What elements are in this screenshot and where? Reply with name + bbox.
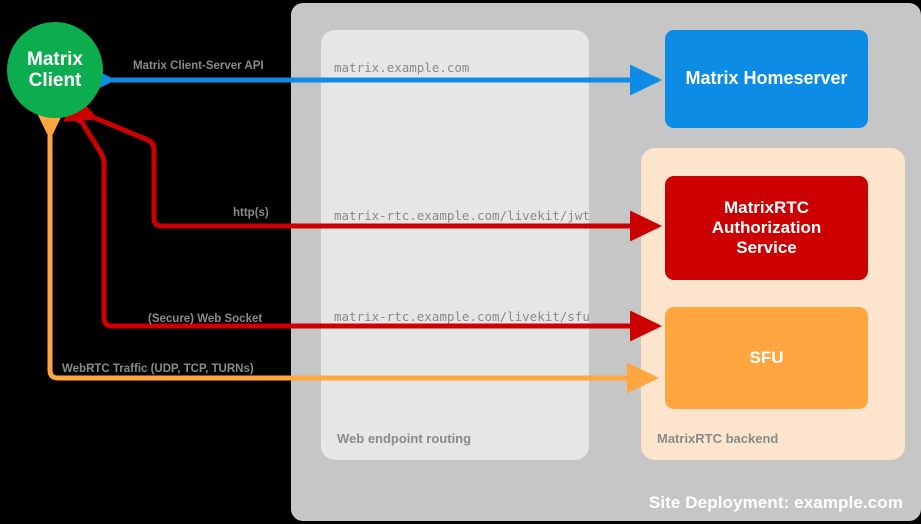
node-sfu[interactable]: SFU	[665, 307, 868, 409]
protocol-label-websocket: (Secure) Web Socket	[148, 313, 263, 325]
node-matrix-homeserver-label: Matrix Homeserver	[685, 68, 848, 89]
protocol-label-http: http(s)	[233, 207, 269, 219]
auth-label-line3: Service	[736, 237, 797, 257]
node-matrix-client-label: Matrix Client	[27, 49, 83, 92]
node-matrixrtc-authorization-service[interactable]: MatrixRTC Authorization Service	[665, 176, 868, 280]
node-matrix-client[interactable]: Matrix Client	[7, 22, 103, 118]
protocol-label-webrtc: WebRTC Traffic (UDP, TCP, TURNs)	[62, 363, 254, 375]
node-matrix-homeserver[interactable]: Matrix Homeserver	[665, 30, 868, 128]
node-auth-service-label: MatrixRTC Authorization Service	[712, 198, 822, 258]
protocol-label-cs-api: Matrix Client-Server API	[133, 60, 264, 72]
matrixrtc-backend-title: MatrixRTC backend	[657, 431, 779, 446]
web-endpoint-routing-title: Web endpoint routing	[337, 431, 472, 446]
client-label-line2: Client	[28, 70, 82, 91]
site-deployment-title: Site Deployment: example.com	[648, 493, 903, 512]
auth-label-line1: MatrixRTC	[723, 198, 809, 218]
node-sfu-label: SFU	[749, 348, 784, 368]
jwt-http-connection	[63, 92, 663, 242]
webrtc-connection	[34, 108, 660, 394]
auth-label-line2: Authorization	[711, 218, 822, 238]
client-label-line1: Matrix	[27, 48, 83, 70]
